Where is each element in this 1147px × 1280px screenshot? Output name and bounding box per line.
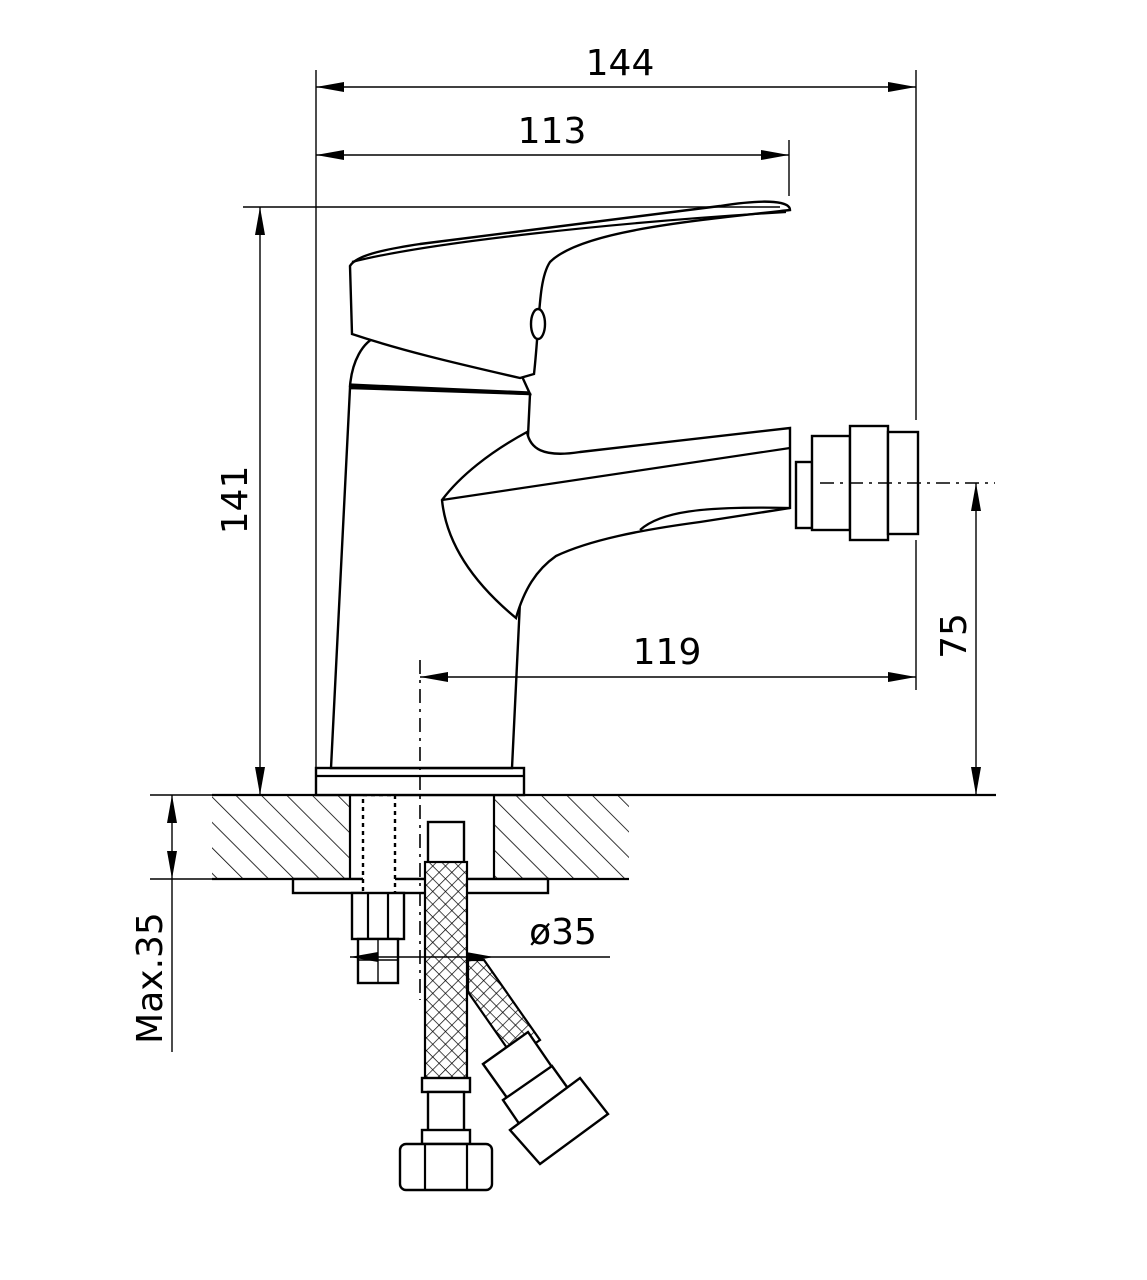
dim-max-thickness: Max.35 [130, 912, 171, 1044]
supply-hose-angled [466, 958, 610, 1166]
faucet-body [314, 200, 792, 797]
dim-hole-diameter: ø35 [529, 912, 597, 953]
dim-height: 141 [215, 466, 256, 535]
supply-hose-straight [398, 820, 494, 1192]
dim-overall-width: 144 [586, 43, 655, 84]
bidet-outlet-fitting [794, 424, 995, 542]
mounting-stud [350, 793, 406, 985]
dim-outlet-height: 75 [934, 613, 975, 659]
dim-handle-reach: 113 [518, 111, 587, 152]
dimension-lines [150, 70, 981, 1052]
countertop-section [212, 793, 996, 881]
dim-spout-reach: 119 [633, 632, 702, 673]
